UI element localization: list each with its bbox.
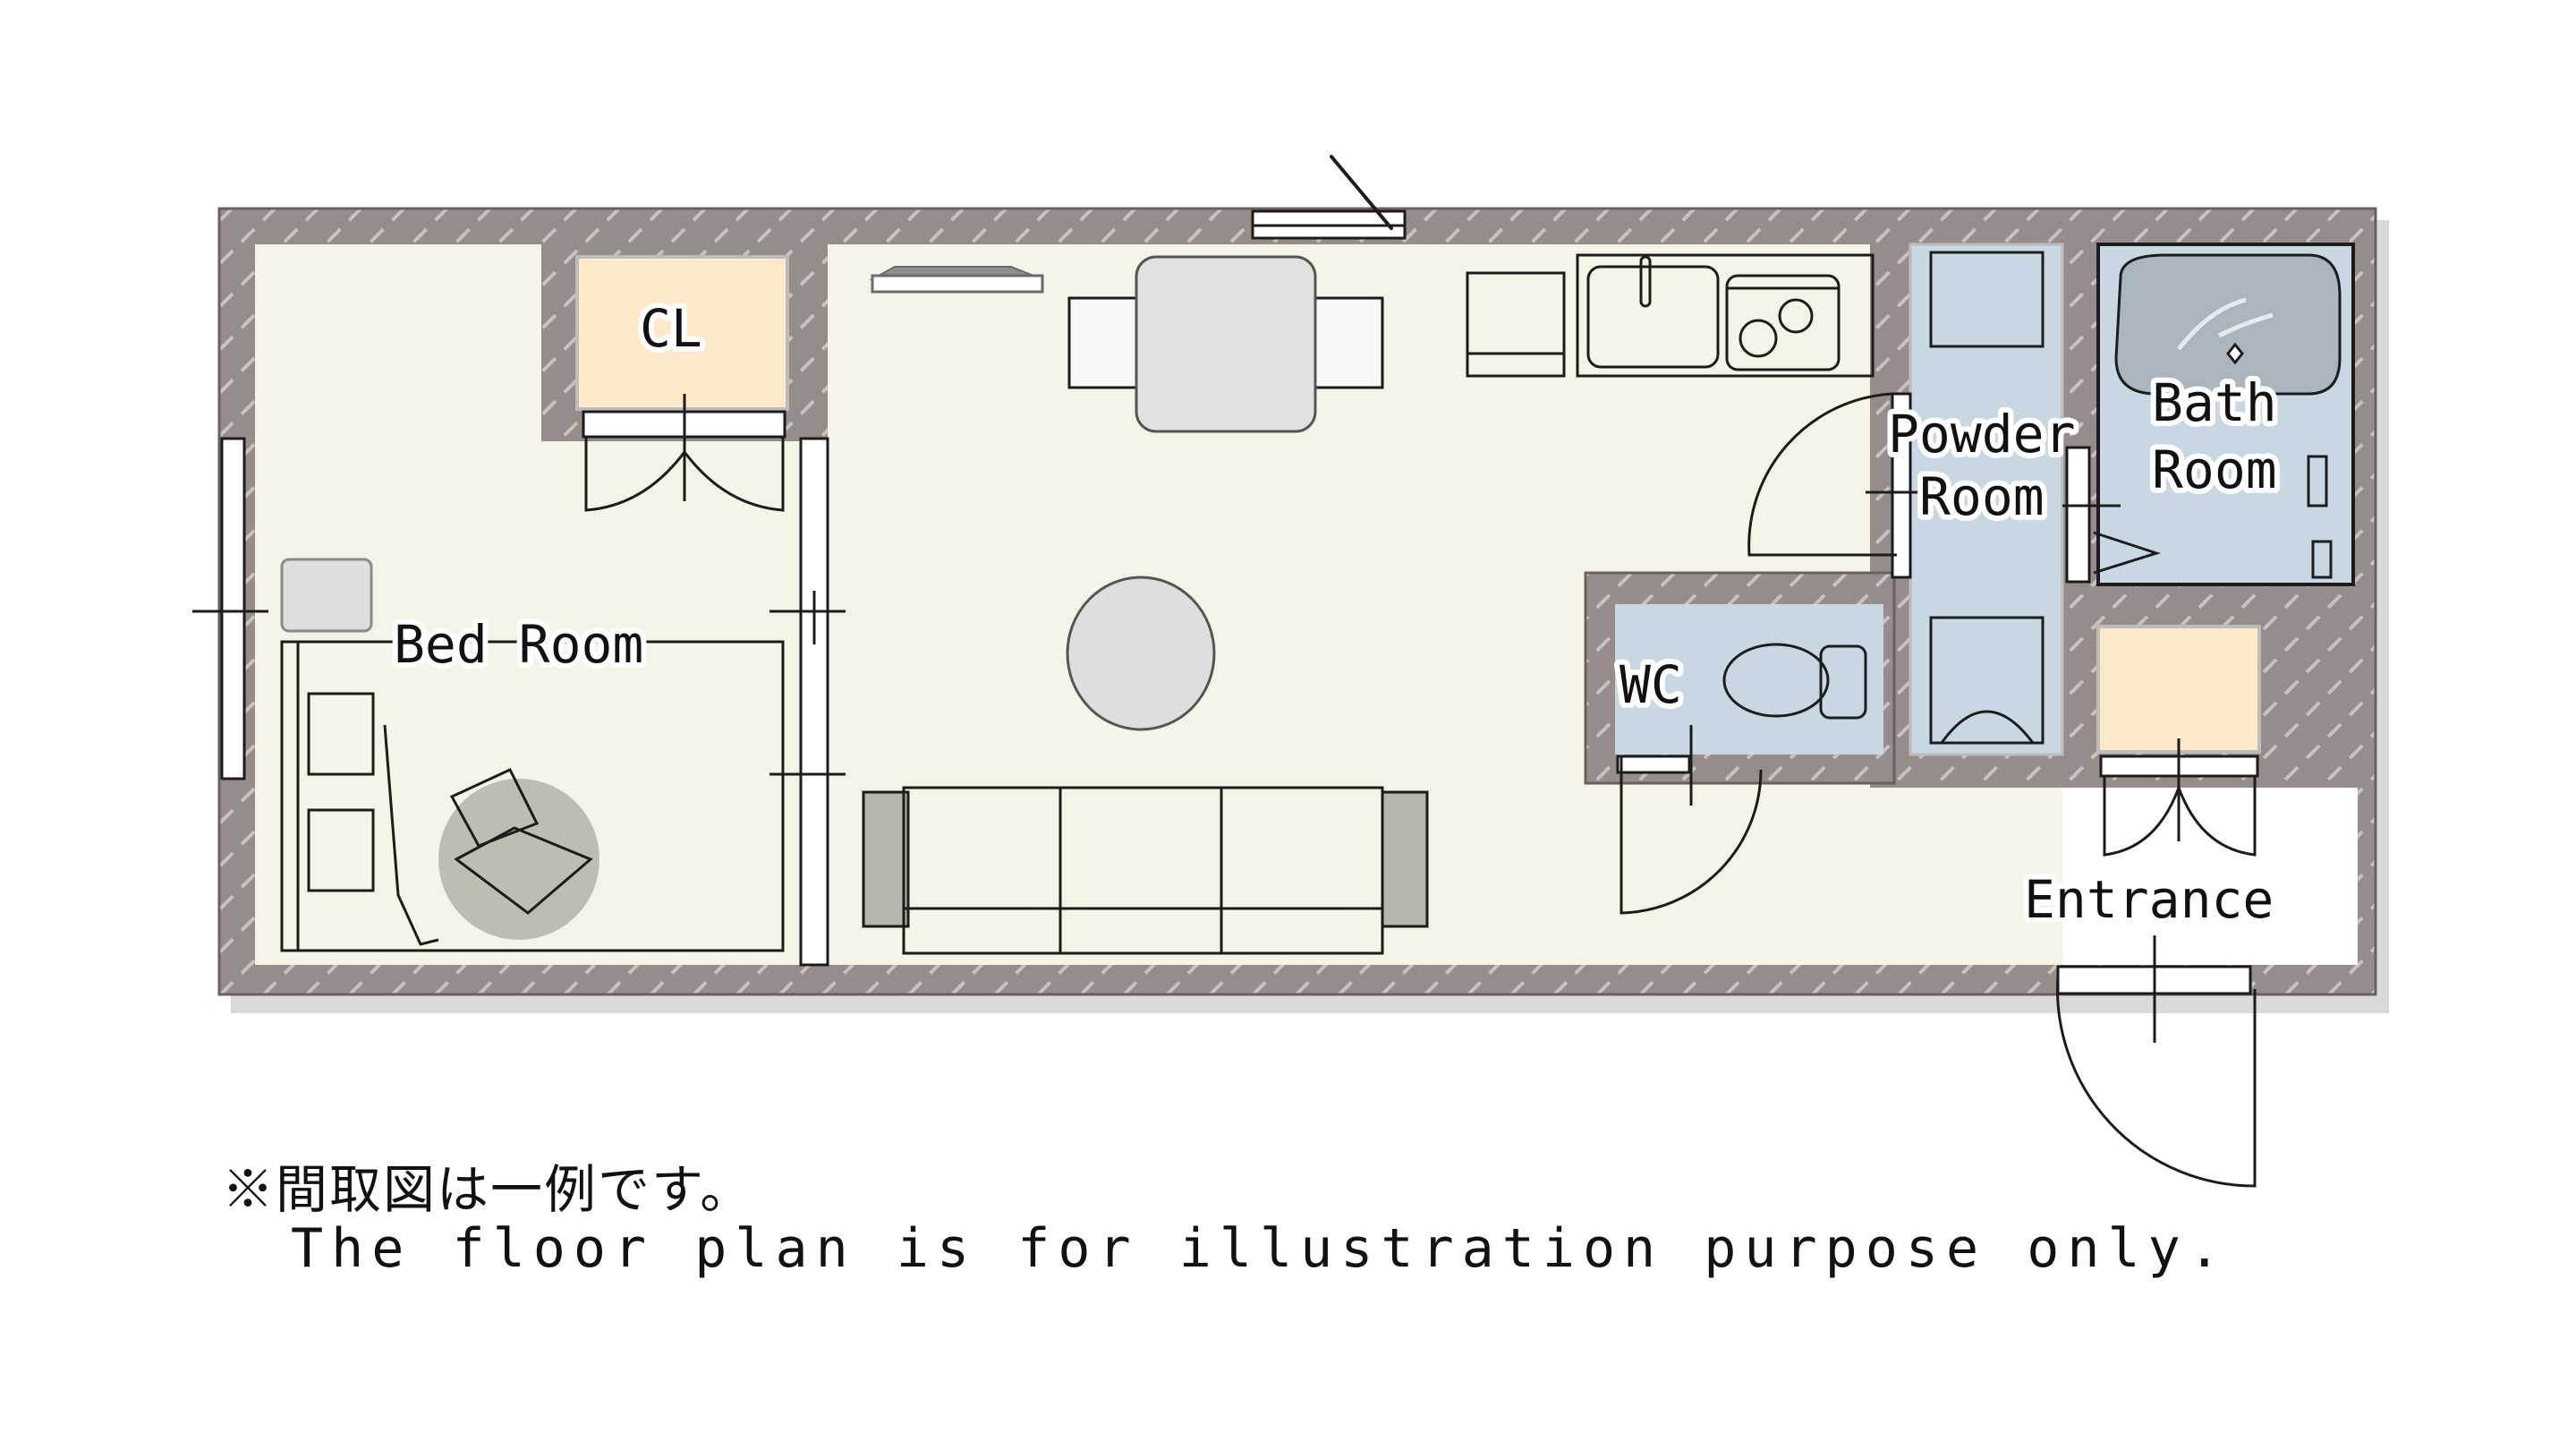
wc-door[interactable] xyxy=(1620,756,1763,915)
shoe-closet xyxy=(2096,625,2261,754)
kitchen-counter xyxy=(1576,253,1875,378)
pillow xyxy=(307,808,375,892)
washbasin xyxy=(1929,251,2045,348)
wc-floor xyxy=(1615,604,1883,755)
sofa-seat xyxy=(1220,786,1384,955)
window-opening-line xyxy=(1330,155,1393,230)
powder-room-door[interactable] xyxy=(1747,392,1897,557)
bathtub xyxy=(2114,253,2342,396)
disclaimer-english: The floor plan is for illustration purpo… xyxy=(291,1217,2229,1280)
bath-room-label-1: Bath xyxy=(2152,372,2277,433)
coffee-table xyxy=(1066,576,1216,731)
toilet xyxy=(1722,643,1830,718)
chair xyxy=(1067,296,1138,389)
powder-room-label-1: Powder xyxy=(1888,404,2076,465)
entrance-label: Entrance xyxy=(2024,869,2274,930)
stove xyxy=(1725,274,1841,371)
entrance-floor xyxy=(2062,788,2358,965)
sofa-arm xyxy=(862,790,910,928)
wc-label: WC xyxy=(1620,654,1682,715)
sofa-arm xyxy=(1381,790,1429,928)
nightstand xyxy=(280,558,373,633)
bath-room-label-2: Room xyxy=(2152,439,2277,500)
powder-floor xyxy=(1909,243,2064,756)
closet-area xyxy=(575,255,789,411)
entrance-door[interactable] xyxy=(2056,975,2257,1188)
bedroom-window xyxy=(220,437,246,780)
fridge xyxy=(1466,271,1566,378)
disclaimer-japanese: ※間取図は一例です。 xyxy=(222,1159,754,1220)
washing-machine xyxy=(1929,616,2045,745)
bedroom-sliding-door[interactable] xyxy=(799,437,829,967)
bath-door[interactable] xyxy=(2065,446,2091,584)
dining-table xyxy=(1135,255,1317,433)
pillow xyxy=(307,692,375,776)
rug xyxy=(438,779,599,940)
bedroom-label: Bed Room xyxy=(394,614,643,675)
powder-room-label-2: Room xyxy=(1919,466,2045,527)
closet-label: CL xyxy=(640,298,702,359)
chair xyxy=(1314,296,1384,389)
sink xyxy=(1586,265,1720,369)
